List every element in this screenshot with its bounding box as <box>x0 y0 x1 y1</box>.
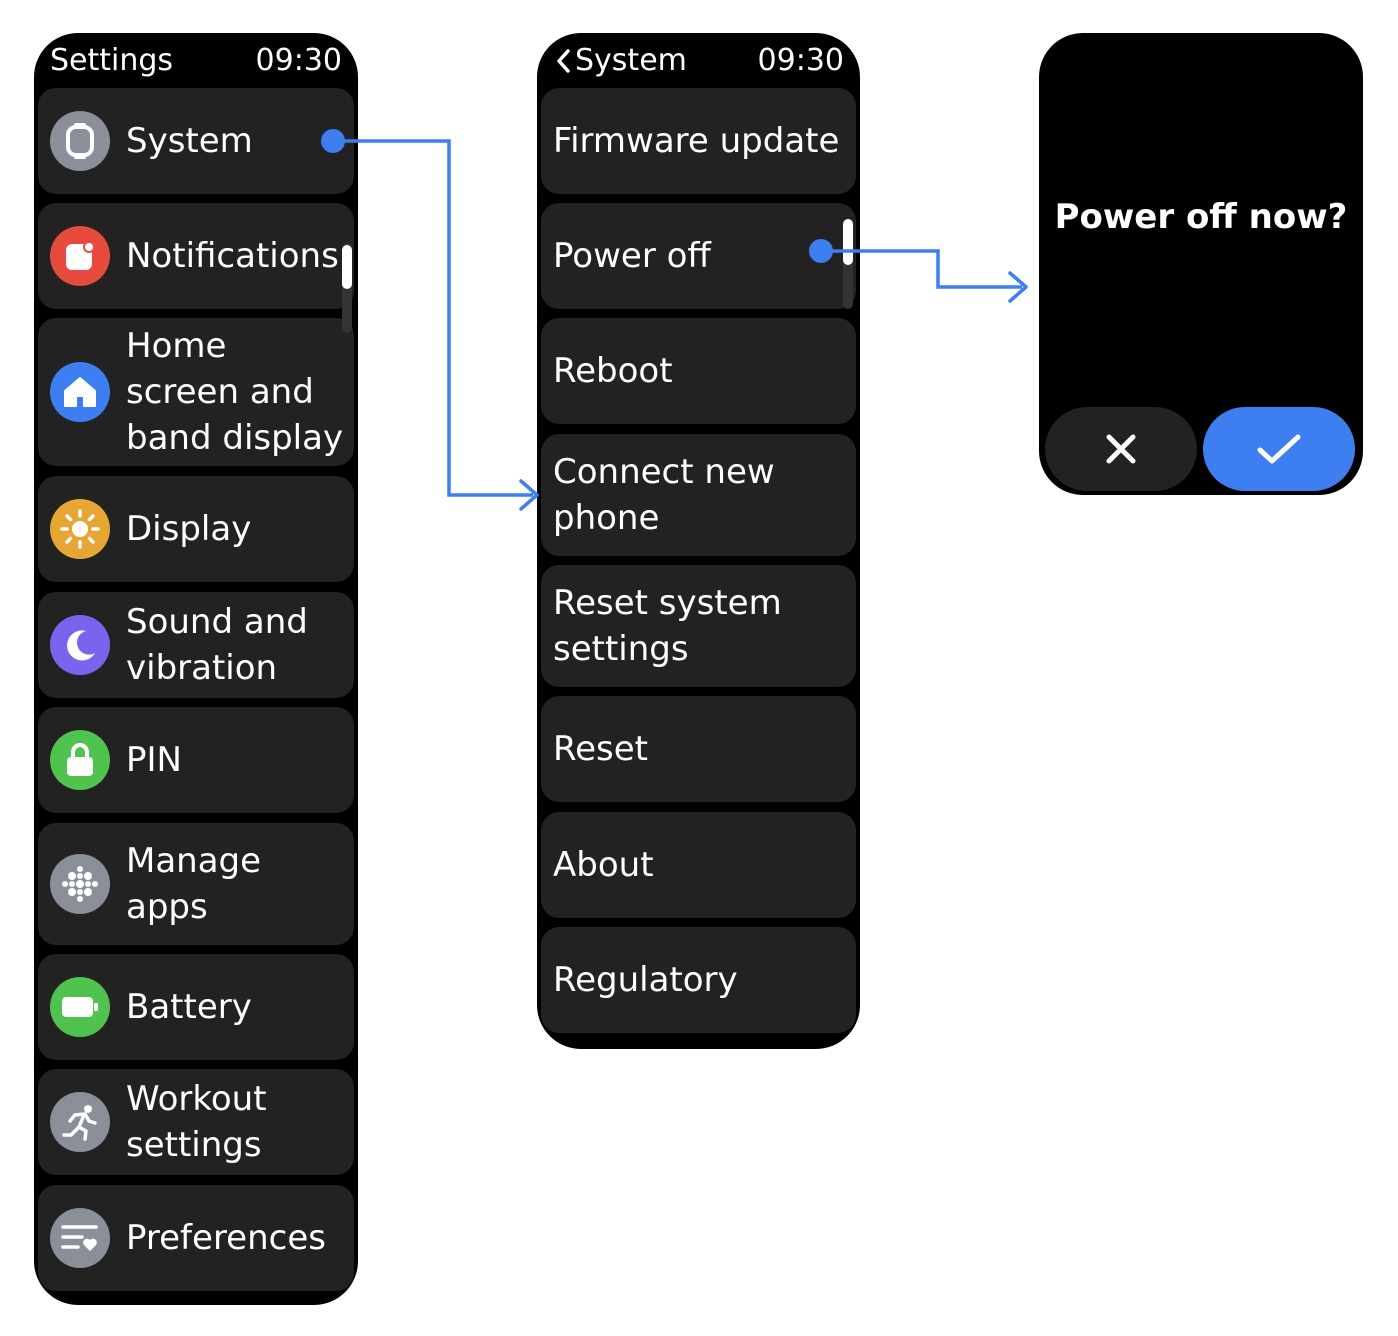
screen-title: Settings <box>50 43 174 78</box>
settings-item-label: Battery <box>126 987 252 1027</box>
confirm-question: Power off now? <box>1054 197 1348 237</box>
sun-icon <box>50 499 110 559</box>
moon-icon <box>50 615 110 675</box>
settings-item-sound[interactable]: Sound and vibration <box>38 592 354 698</box>
system-item-reset-system-settings[interactable]: Reset system settings <box>541 565 856 687</box>
settings-screen: Settings 09:30 System Notifications Home… <box>34 33 358 1305</box>
status-bar: Settings 09:30 <box>34 41 358 81</box>
system-item-connect-new-phone[interactable]: Connect new phone <box>541 434 856 556</box>
settings-item-battery[interactable]: Battery <box>38 954 354 1060</box>
system-item-about[interactable]: About <box>541 812 856 918</box>
status-time: 09:30 <box>255 43 342 78</box>
settings-item-home-screen[interactable]: Home screen and band display <box>38 318 354 466</box>
settings-item-label: Display <box>126 509 252 549</box>
settings-item-label: Preferences <box>126 1218 326 1258</box>
system-item-power-off[interactable]: Power off <box>541 203 856 309</box>
system-item-label: Reset <box>553 729 648 769</box>
power-off-confirm-screen: Power off now? <box>1039 33 1363 495</box>
settings-item-label: PIN <box>126 740 182 780</box>
runner-icon <box>50 1092 110 1152</box>
status-bar: System 09:30 <box>537 41 860 81</box>
settings-item-label: Sound and vibration <box>126 602 308 688</box>
system-item-label: Power off <box>553 236 711 276</box>
system-item-label: About <box>553 845 654 885</box>
settings-item-label: Home screen and band display <box>126 326 344 458</box>
settings-item-label: Workout settings <box>126 1079 267 1165</box>
settings-item-label: Manage apps <box>126 841 262 927</box>
lock-icon <box>50 730 110 790</box>
preferences-icon <box>50 1208 110 1268</box>
settings-item-system[interactable]: System <box>38 88 354 194</box>
system-item-label: Connect new phone <box>553 452 775 538</box>
apps-grid-icon <box>50 854 110 914</box>
cancel-button[interactable] <box>1045 407 1197 491</box>
settings-item-manage-apps[interactable]: Manage apps <box>38 823 354 945</box>
settings-item-display[interactable]: Display <box>38 476 354 582</box>
system-item-regulatory[interactable]: Regulatory <box>541 927 856 1033</box>
settings-item-notifications[interactable]: Notifications <box>38 203 354 309</box>
system-screen: System 09:30 Firmware update Power off R… <box>537 33 860 1049</box>
checkmark-icon <box>1257 434 1301 464</box>
settings-item-label: System <box>126 121 253 161</box>
back-button[interactable]: System <box>555 41 687 81</box>
home-icon <box>50 362 110 422</box>
watch-icon <box>50 111 110 171</box>
system-item-label: Reset system settings <box>553 583 782 669</box>
settings-item-label: Notifications <box>126 236 339 276</box>
battery-icon <box>50 977 110 1037</box>
scrollbar-thumb[interactable] <box>843 219 853 265</box>
system-item-label: Reboot <box>553 351 673 391</box>
system-item-firmware-update[interactable]: Firmware update <box>541 88 856 194</box>
system-item-reboot[interactable]: Reboot <box>541 318 856 424</box>
system-item-reset[interactable]: Reset <box>541 696 856 802</box>
notification-icon <box>50 226 110 286</box>
close-icon <box>1106 434 1136 464</box>
settings-item-pin[interactable]: PIN <box>38 707 354 813</box>
chevron-left-icon <box>557 49 570 73</box>
system-item-label: Regulatory <box>553 960 738 1000</box>
status-time: 09:30 <box>757 43 844 78</box>
settings-item-workout[interactable]: Workout settings <box>38 1069 354 1175</box>
settings-item-preferences[interactable]: Preferences <box>38 1185 354 1291</box>
screen-title: System <box>575 43 687 78</box>
scrollbar-thumb[interactable] <box>342 245 352 289</box>
confirm-button[interactable] <box>1203 407 1355 491</box>
system-item-label: Firmware update <box>553 121 840 161</box>
